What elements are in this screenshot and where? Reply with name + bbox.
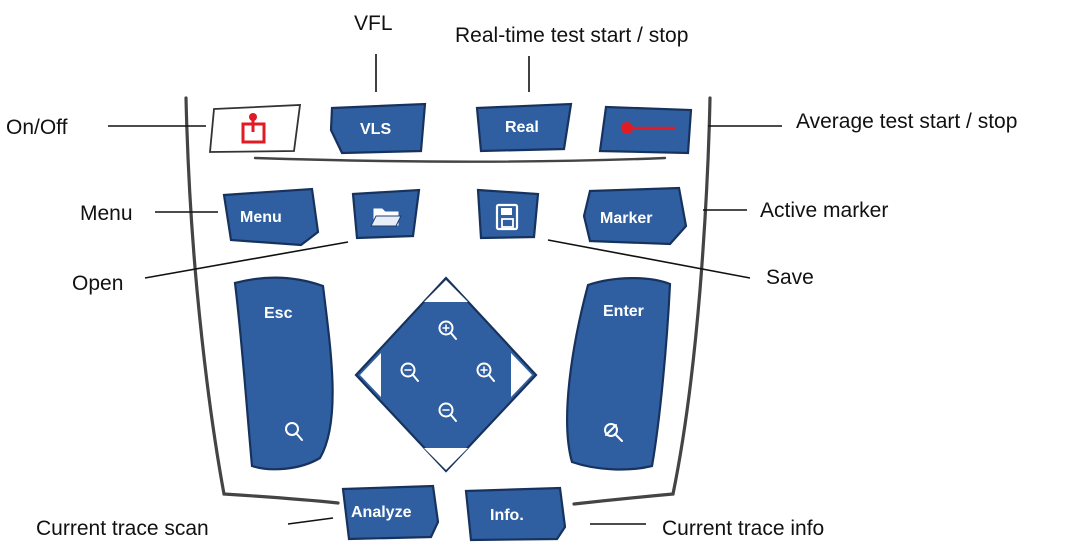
zoom-pan-icon [604,423,623,442]
leader-open [144,241,349,279]
real-key-label: Real [505,119,539,136]
leader-save [547,239,751,279]
zoom-in-icon [438,320,457,340]
arrow-down-icon[interactable] [424,448,468,470]
callout-on-off: On/Off [6,116,68,139]
info-key-label: Info. [490,507,524,524]
average-test-icon [621,122,676,134]
power-button[interactable] [209,104,302,153]
zoom-out-vertical-icon [438,402,457,422]
info-button[interactable]: Info. [464,486,567,542]
callout-real-time-test: Real-time test start / stop [455,24,688,47]
enter-key-label: Enter [603,303,644,320]
callout-active-marker: Active marker [760,199,888,222]
esc-key-label: Esc [264,305,293,322]
callout-menu: Menu [80,202,133,225]
arrow-right-icon[interactable] [511,353,532,397]
folder-open-icon [370,208,402,227]
zoom-out-icon [400,362,419,382]
save-button[interactable] [476,188,540,240]
arrow-up-icon[interactable] [424,280,468,302]
enter-button[interactable]: Enter [566,277,672,471]
esc-button[interactable]: Esc [233,276,334,471]
analyze-button[interactable]: Analyze [341,484,440,541]
menu-key-label: Menu [240,209,282,226]
callout-save: Save [766,266,814,289]
leader-current-trace-scan [287,517,334,525]
housing-right-edge [572,96,712,506]
callout-current-trace-info: Current trace info [662,517,824,540]
analyze-key-label: Analyze [351,504,412,521]
callout-vfl: VFL [354,12,393,35]
menu-button[interactable]: Menu [222,187,320,247]
marker-key-label: Marker [600,210,652,227]
floppy-disk-icon [495,203,519,231]
callout-average-test: Average test start / stop [796,110,1017,133]
direction-pad[interactable] [354,276,538,473]
open-button[interactable] [351,188,421,240]
top-row-divider [253,156,667,163]
arrow-left-icon[interactable] [360,353,381,397]
vls-button[interactable]: VLS [329,102,427,155]
housing-left-edge [184,96,340,505]
zoom-fit-icon [285,422,303,441]
callout-open: Open [72,272,123,295]
marker-button[interactable]: Marker [582,186,688,246]
vls-key-label: VLS [360,121,391,138]
real-button[interactable]: Real [475,102,573,153]
power-icon [241,113,266,144]
zoom-in-horizontal-icon [476,362,495,382]
callout-current-trace-scan: Current trace scan [36,517,209,540]
average-test-button[interactable] [598,105,693,155]
